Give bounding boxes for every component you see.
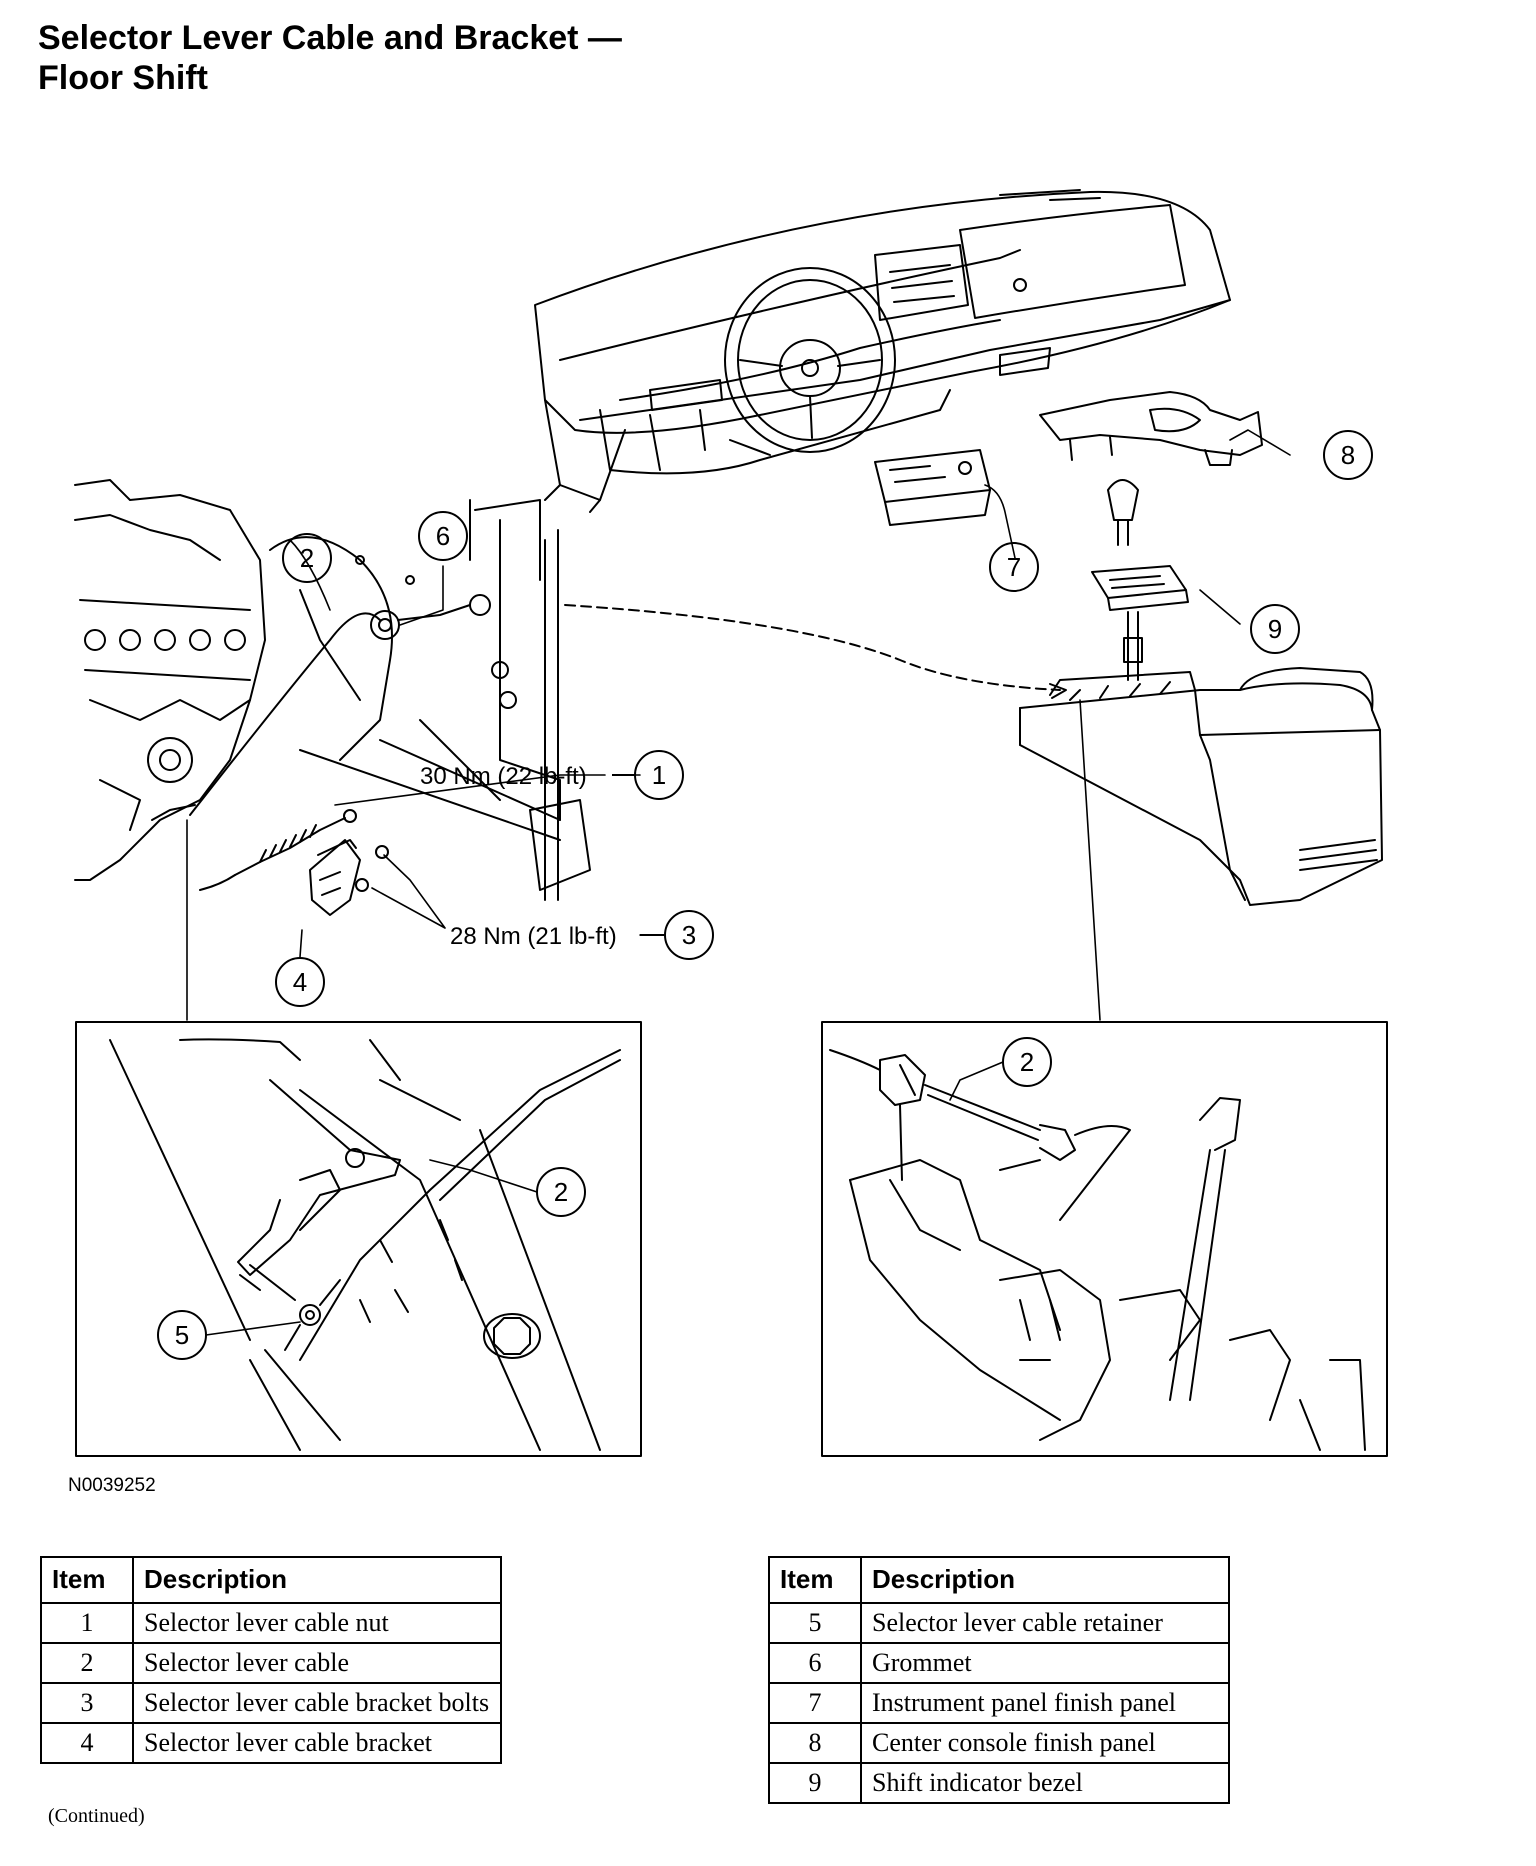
torque-labels: 30 Nm (22 lb-ft) 28 Nm (21 lb-ft) [420,763,617,950]
legend-item-number: 6 [768,1642,862,1684]
legend-item-number: 9 [768,1762,862,1804]
callout-2-left-inset: 2 [554,1177,568,1207]
legend-table-left: Item Description 1 Selector lever cable … [40,1556,502,1764]
legend-item-description: Instrument panel finish panel [860,1682,1230,1724]
legend-header-row: Item Description [768,1556,1230,1604]
inset-cable-retainer [75,1021,642,1457]
legend-item-description: Center console finish panel [860,1722,1230,1764]
callout-labels: 7 8 9 1 2 6 3 4 2 5 2 [175,440,1355,1350]
torque-nut-label: 30 Nm (22 lb-ft) [420,763,587,790]
cable-bracket-drawing [309,839,389,916]
leader-lines [186,429,1291,1021]
legend-item-number: 1 [40,1602,134,1644]
figure-id: N0039252 [68,1475,156,1496]
instrument-panel-drawing [534,189,1231,513]
legend-item-description: Selector lever cable [132,1642,502,1684]
table-row: 7 Instrument panel finish panel [768,1682,1230,1724]
callout-5: 5 [175,1320,189,1350]
shift-lever-drawing [1091,479,1189,681]
legend-table-right: Item Description 5 Selector lever cable … [768,1556,1230,1804]
callout-7: 7 [1007,552,1021,582]
inset-shifter-mechanism [821,1021,1388,1457]
title-line-1: Selector Lever Cable and Bracket — [38,19,622,57]
legend-item-number: 4 [40,1722,134,1764]
callout-8: 8 [1341,440,1355,470]
engine-area-drawing [74,479,591,901]
legend-item-number: 5 [768,1602,862,1644]
table-row: 3 Selector lever cable bracket bolts [40,1682,502,1724]
table-row: 4 Selector lever cable bracket [40,1722,502,1764]
table-row: 1 Selector lever cable nut [40,1602,502,1644]
instrument-panel-finish-panel-drawing [874,449,991,526]
table-row: 9 Shift indicator bezel [768,1762,1230,1804]
callout-9: 9 [1268,614,1282,644]
legend-item-description: Shift indicator bezel [860,1762,1230,1804]
center-console-finish-panel-drawing [1039,391,1263,466]
legend-header-item: Item [40,1556,134,1604]
title-line-2: Floor Shift [38,59,208,97]
table-row: 8 Center console finish panel [768,1722,1230,1764]
legend-header-description: Description [132,1556,502,1604]
continued-note: (Continued) [48,1805,145,1827]
callout-1: 1 [652,760,666,790]
callout-circles [157,430,1373,1360]
table-row: 5 Selector lever cable retainer [768,1602,1230,1644]
torque-bolts-label: 28 Nm (21 lb-ft) [450,923,617,950]
legend-header-row: Item Description [40,1556,502,1604]
selector-cable-drawing [151,594,491,891]
page-title: Selector Lever Cable and Bracket — Floor… [38,18,622,98]
legend-header-item: Item [768,1556,862,1604]
callout-6: 6 [436,521,450,551]
legend-item-description: Selector lever cable nut [132,1602,502,1644]
center-console-drawing [1019,667,1383,906]
legend-item-description: Grommet [860,1642,1230,1684]
legend-item-number: 8 [768,1722,862,1764]
callout-2-main: 2 [300,543,314,573]
callout-3: 3 [682,920,696,950]
table-row: 2 Selector lever cable [40,1642,502,1684]
legend-header-description: Description [860,1556,1230,1604]
callout-4: 4 [293,967,307,997]
legend-item-description: Selector lever cable bracket [132,1722,502,1764]
cable-routing-line [564,604,1061,691]
legend-item-number: 2 [40,1642,134,1684]
legend-item-description: Selector lever cable retainer [860,1602,1230,1644]
legend-item-number: 3 [40,1682,134,1724]
legend-item-number: 7 [768,1682,862,1724]
legend-item-description: Selector lever cable bracket bolts [132,1682,502,1724]
table-row: 6 Grommet [768,1642,1230,1684]
callout-2-right-inset: 2 [1020,1047,1034,1077]
